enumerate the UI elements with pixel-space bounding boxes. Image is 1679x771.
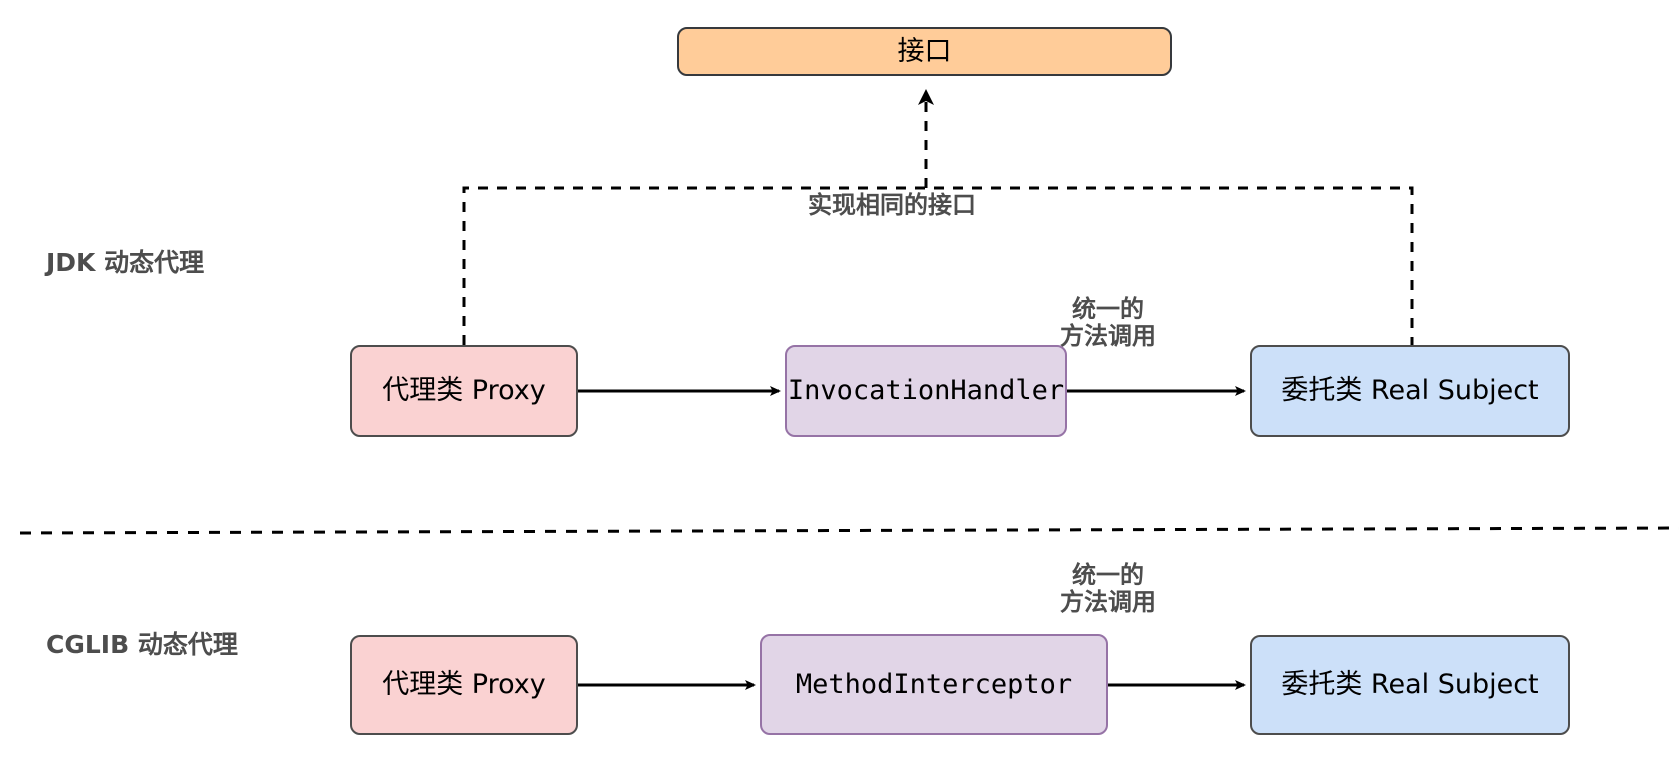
- section-separator: [19, 526, 1679, 535]
- section-label-jdk: JDK 动态代理: [46, 248, 205, 277]
- node-cglib-real-subject[interactable]: 委托类 Real Subject: [1250, 635, 1570, 735]
- node-invocation-handler[interactable]: InvocationHandler: [785, 345, 1067, 437]
- node-jdk-real-subject[interactable]: 委托类 Real Subject: [1250, 345, 1570, 437]
- node-method-interceptor[interactable]: MethodInterceptor: [760, 634, 1108, 735]
- node-cglib-proxy-class[interactable]: 代理类 Proxy: [350, 635, 578, 735]
- section-label-cglib: CGLIB 动态代理: [46, 630, 238, 659]
- node-interface[interactable]: 接口: [677, 27, 1172, 76]
- edge-label-unified-method-call-jdk: 统一的 方法调用: [1060, 295, 1156, 350]
- edge-label-implements-same-interface: 实现相同的接口: [808, 191, 976, 219]
- implements-interface-connector: [462, 89, 1414, 345]
- edge-label-unified-method-call-cglib: 统一的 方法调用: [1060, 561, 1156, 616]
- node-jdk-proxy-class[interactable]: 代理类 Proxy: [350, 345, 578, 437]
